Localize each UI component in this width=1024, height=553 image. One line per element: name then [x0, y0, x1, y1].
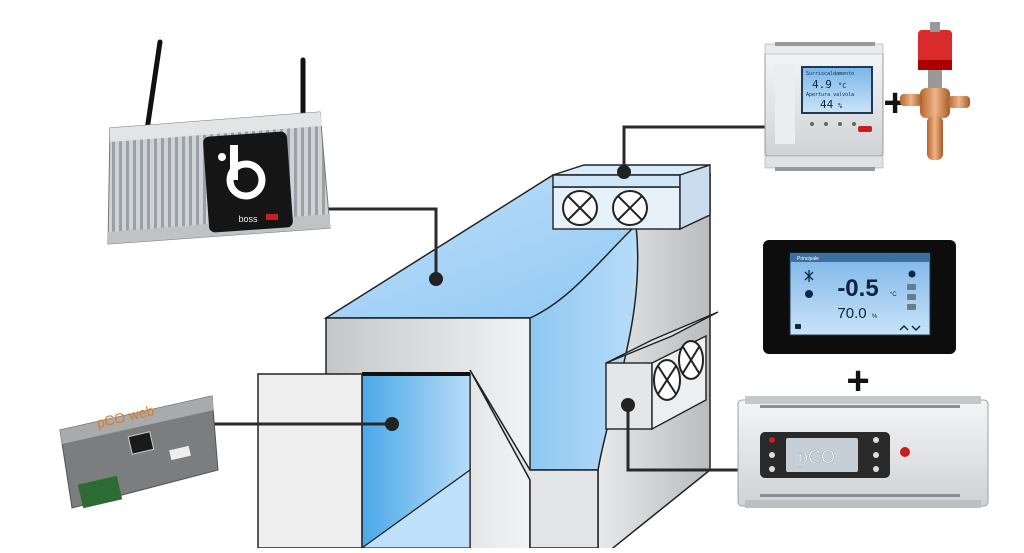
- node-cabinet: [429, 272, 443, 286]
- display-cabinet: [257, 164, 719, 553]
- touch-main-value: -0.5: [837, 275, 878, 302]
- connection-lines: [210, 125, 768, 472]
- snowflake-icon: [804, 270, 814, 282]
- antenna-left: [144, 39, 163, 133]
- boss-gateway-device: boss: [107, 39, 331, 245]
- chevron-up-icon[interactable]: [899, 324, 909, 331]
- connector-controller-to-evaporator: [622, 125, 768, 172]
- keypad-button[interactable]: [852, 122, 856, 126]
- evd-controller-device: Surriscaldamento 4.9 °C Apertura valvola…: [764, 42, 884, 171]
- menu-button[interactable]: [769, 452, 775, 458]
- escape-button[interactable]: [769, 466, 775, 472]
- bulb-icon: [908, 270, 916, 278]
- chevron-down-icon[interactable]: [911, 325, 921, 332]
- controller-unit-1: °C: [838, 82, 846, 90]
- pco-left-buttons: [769, 437, 775, 472]
- touch-screen-title: Principale: [797, 256, 819, 262]
- controller-unit-2: %: [838, 102, 843, 110]
- pco-brand-label: pCO: [798, 447, 835, 467]
- keypad-button[interactable]: [810, 122, 814, 126]
- fan-icon: [678, 340, 704, 380]
- down-button[interactable]: [873, 466, 879, 472]
- menu-icon[interactable]: [795, 324, 801, 329]
- alarm-button[interactable]: [769, 437, 775, 443]
- node-door: [385, 417, 399, 431]
- keypad-button[interactable]: [838, 122, 842, 126]
- pco-right-buttons: [873, 437, 879, 472]
- controller-reading-1: 4.9: [812, 78, 832, 91]
- plus-sign-top: +: [883, 81, 906, 125]
- pco-controller-device: pCO: [737, 396, 989, 508]
- controller-keypad: [810, 122, 856, 126]
- connector-pco-to-condenser: [626, 405, 752, 472]
- fan-icon: [653, 359, 681, 401]
- condensing-unit: [605, 311, 719, 431]
- status-icons: [907, 284, 916, 310]
- controller-label-1: Surriscaldamento: [806, 71, 854, 77]
- fan-icon: [562, 190, 598, 226]
- touch-display-device: Principale -0.5 °C 70.0 %: [763, 240, 956, 354]
- connector-boss-to-cabinet: [320, 207, 438, 278]
- controller-label-2: Apertura valvola: [806, 92, 854, 98]
- boss-brand-label: boss: [238, 214, 258, 224]
- enter-button[interactable]: [873, 452, 879, 458]
- touch-main-unit: °C: [890, 292, 897, 298]
- node-condenser: [621, 398, 635, 412]
- ethernet-port[interactable]: [127, 431, 155, 455]
- expansion-valve-device: [900, 22, 970, 160]
- touch-secondary-value: 70.0: [837, 305, 866, 322]
- controller-reading-2: 44: [820, 98, 834, 111]
- fan-icon: [612, 190, 648, 226]
- keypad-button[interactable]: [824, 122, 828, 126]
- touch-secondary-unit: %: [872, 314, 878, 320]
- pcoweb-card-device: pCO web: [59, 395, 219, 509]
- up-button[interactable]: [873, 437, 879, 443]
- connection-nodes: [385, 165, 635, 431]
- node-evaporator: [617, 165, 631, 179]
- fan-icon: [805, 290, 813, 298]
- evaporator-unit: [552, 164, 711, 231]
- plus-sign-bottom: +: [846, 359, 869, 403]
